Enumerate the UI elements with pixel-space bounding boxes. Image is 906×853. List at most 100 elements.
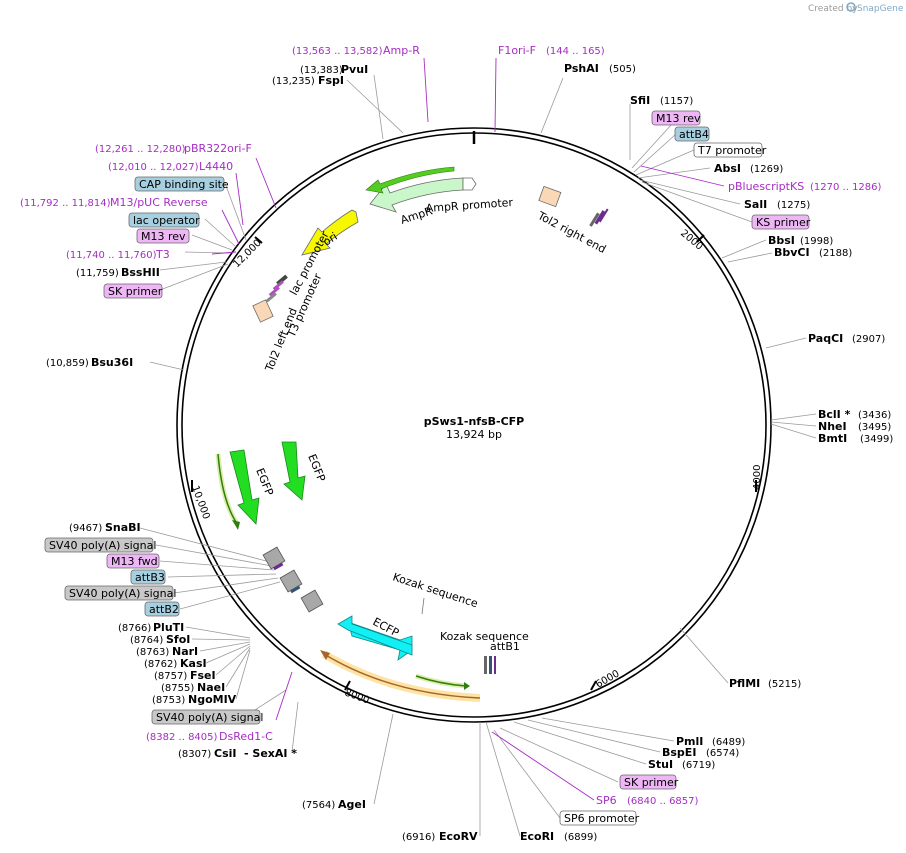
box-m13-rev-right[interactable]: M13 rev xyxy=(656,112,701,125)
site-ecori[interactable]: EcoRI xyxy=(520,830,554,843)
site-stui[interactable]: StuI xyxy=(648,758,673,771)
ampr-promoter-label: AmpR promoter xyxy=(425,196,514,215)
site-pshai[interactable]: PshAI xyxy=(564,62,599,75)
primer-dsred1-c[interactable]: DsRed1-C xyxy=(219,730,273,743)
features: AmpR AmpR promoter Tol2 right end ori la… xyxy=(215,166,609,702)
ampr-promoter-arrow xyxy=(462,177,477,191)
site-pos: (13,235) xyxy=(272,76,315,87)
site-bmti[interactable]: BmtI xyxy=(818,432,847,445)
site-pos: (2907) xyxy=(852,334,885,345)
site-bbvci[interactable]: BbvCI xyxy=(774,246,810,259)
site-snabi[interactable]: SnaBI xyxy=(105,521,141,534)
box-sv40-polya-2[interactable]: SV40 poly(A) signal xyxy=(69,587,176,600)
site-pos: (3499) xyxy=(860,434,893,445)
snapgene-brand: Created by SnapGene xyxy=(808,2,904,14)
site-nhei[interactable]: NheI xyxy=(818,420,847,433)
primer-amp-r[interactable]: Amp-R xyxy=(383,44,420,57)
box-m13-rev-left[interactable]: M13 rev xyxy=(141,230,186,243)
lac-operator-mark xyxy=(276,274,288,286)
primer-t3[interactable]: T3 xyxy=(155,248,170,261)
site-pos: (1157) xyxy=(660,96,693,107)
site-sfoi[interactable]: SfoI xyxy=(166,633,190,646)
site-pos: (8755) xyxy=(161,683,194,694)
box-attb2[interactable]: attB2 xyxy=(149,603,179,616)
site-bsu36i[interactable]: Bsu36I xyxy=(91,356,133,369)
primer-f1ori-f[interactable]: F1ori-F xyxy=(498,44,536,57)
box-attb3[interactable]: attB3 xyxy=(135,571,165,584)
site-pos: (11,759) xyxy=(76,268,119,279)
site-pvui[interactable]: PvuI xyxy=(341,63,368,76)
primer-m13-puc-reverse[interactable]: M13/pUC Reverse xyxy=(110,196,208,209)
site-bsshii[interactable]: BssHII xyxy=(121,266,160,279)
site-fsei[interactable]: FseI xyxy=(190,669,216,682)
site-csii[interactable]: CsiI xyxy=(214,747,236,760)
egfp-arrow-1 xyxy=(229,449,260,525)
site-nari[interactable]: NarI xyxy=(172,645,198,658)
site-pos: (3495) xyxy=(858,422,891,433)
egfp-label-1: EGFP xyxy=(253,466,276,498)
site-pos: (8757) xyxy=(154,671,187,682)
attb1-mark xyxy=(484,656,487,674)
site-pluti[interactable]: PluTI xyxy=(153,621,184,634)
site-pos: (6899) xyxy=(564,832,597,843)
site-bbsi[interactable]: BbsI xyxy=(768,234,795,247)
box-lac-operator[interactable]: lac operator xyxy=(133,214,200,227)
site-naei[interactable]: NaeI xyxy=(197,681,225,694)
tol2-left-box xyxy=(252,299,274,323)
site-pmli[interactable]: PmlI xyxy=(676,735,703,748)
tick-label-6000: 6000 xyxy=(594,668,622,690)
primers: (13,563 .. 13,582) Amp-R F1ori-F (144 ..… xyxy=(20,44,882,807)
ori-label: ori xyxy=(321,230,340,249)
site-sexai[interactable]: - SexAI * xyxy=(244,747,297,760)
box-m13-fwd[interactable]: M13 fwd xyxy=(111,555,158,568)
primer-pos: (1270 .. 1286) xyxy=(810,182,882,193)
site-bspei[interactable]: BspEI xyxy=(662,746,696,759)
site-pos: (3436) xyxy=(858,410,891,421)
primer-pos: (144 .. 165) xyxy=(546,46,605,57)
site-agei[interactable]: AgeI xyxy=(338,798,366,811)
box-sk-primer-right[interactable]: SK primer xyxy=(624,776,679,789)
primer-pos: (6840 .. 6857) xyxy=(627,796,699,807)
tick-label-2000: 2000 xyxy=(678,228,705,253)
tol2-right-box xyxy=(538,185,562,208)
primer-pos: (11,792 .. 11,814) xyxy=(20,198,111,209)
box-t7-promoter[interactable]: T7 promoter xyxy=(697,144,767,157)
site-ngomiv[interactable]: NgoMIV xyxy=(188,693,237,706)
box-sv40-polya-1[interactable]: SV40 poly(A) signal xyxy=(49,539,156,552)
primer-leader-lines xyxy=(211,57,725,801)
site-paqci[interactable]: PaqCI xyxy=(808,332,843,345)
box-sk-primer-left[interactable]: SK primer xyxy=(108,285,163,298)
site-pos: (1998) xyxy=(800,236,833,247)
site-pos: (8753) xyxy=(152,695,185,706)
primer-sp6[interactable]: SP6 xyxy=(596,794,617,807)
site-fspi[interactable]: FspI xyxy=(318,74,344,87)
primer-pos: (8382 .. 8405) xyxy=(146,732,218,743)
sv40-block-3 xyxy=(300,589,324,613)
sites-right: PshAI (505) SfiI (1157) AbsI (1269) SalI… xyxy=(520,62,893,843)
site-pos: (505) xyxy=(609,64,636,75)
primer-pbr322ori-f[interactable]: pBR322ori-F xyxy=(184,142,252,155)
site-ecorv[interactable]: EcoRV xyxy=(439,830,478,843)
boxed-labels: M13 rev attB4 T7 promoter KS primer CAP … xyxy=(44,110,811,826)
site-sfii[interactable]: SfiI xyxy=(630,94,650,107)
site-pflmi[interactable]: PflMI xyxy=(729,677,760,690)
site-absi[interactable]: AbsI xyxy=(714,162,741,175)
primer-pbluescriptks[interactable]: pBluescriptKS xyxy=(728,180,804,193)
site-kasi[interactable]: KasI xyxy=(180,657,207,670)
tick-label-8000: 8000 xyxy=(343,687,371,706)
sites-left: (13,383) PvuI (13,235) FspI (11,759) Bss… xyxy=(46,63,478,843)
site-sali[interactable]: SalI xyxy=(744,198,767,211)
site-bcli[interactable]: BclI * xyxy=(818,408,851,421)
site-pos: (8762) xyxy=(144,659,177,670)
kozak-label-1: Kozak sequence xyxy=(391,570,480,610)
leader-lines xyxy=(139,74,817,837)
site-pos: (5215) xyxy=(768,679,801,690)
box-sv40-polya-3[interactable]: SV40 poly(A) signal xyxy=(156,711,263,724)
primer-l4440[interactable]: L4440 xyxy=(199,160,233,173)
site-pos: (6574) xyxy=(706,748,739,759)
box-sp6-promoter[interactable]: SP6 promoter xyxy=(564,812,640,825)
box-cap-binding-site[interactable]: CAP binding site xyxy=(139,178,229,191)
box-ks-primer[interactable]: KS primer xyxy=(756,216,811,229)
box-attb4[interactable]: attB4 xyxy=(679,128,709,141)
site-pos: (8307) xyxy=(178,749,211,760)
